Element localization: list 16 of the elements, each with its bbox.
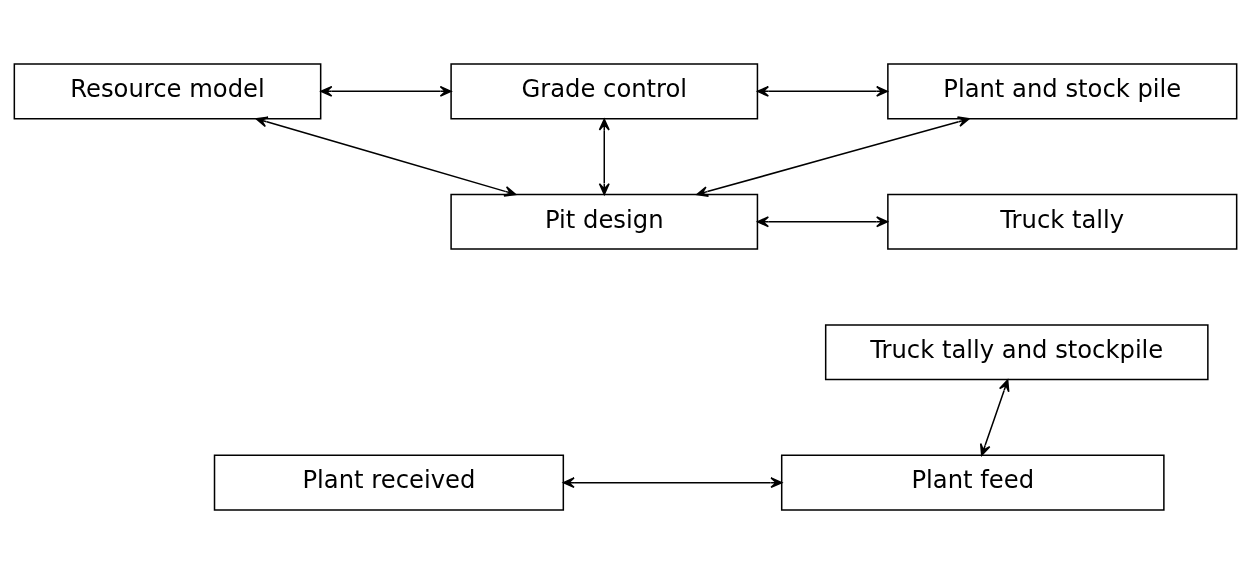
arrow bbox=[979, 379, 1010, 456]
node-box: Grade control bbox=[450, 63, 759, 120]
node-box: Truck tally and stockpile bbox=[824, 324, 1209, 381]
node-box: Pit design bbox=[450, 193, 759, 250]
node-box: Plant feed bbox=[780, 454, 1165, 511]
node-box: Resource model bbox=[13, 63, 322, 120]
node-box: Plant and stock pile bbox=[887, 63, 1238, 120]
node-box: Truck tally bbox=[887, 193, 1238, 250]
node-box: Plant received bbox=[213, 454, 565, 511]
arrow bbox=[320, 85, 452, 97]
arrow bbox=[696, 116, 970, 197]
arrow bbox=[255, 116, 517, 197]
arrow bbox=[562, 477, 783, 489]
arrow bbox=[598, 118, 610, 196]
arrow bbox=[756, 85, 889, 97]
arrow bbox=[756, 216, 889, 228]
